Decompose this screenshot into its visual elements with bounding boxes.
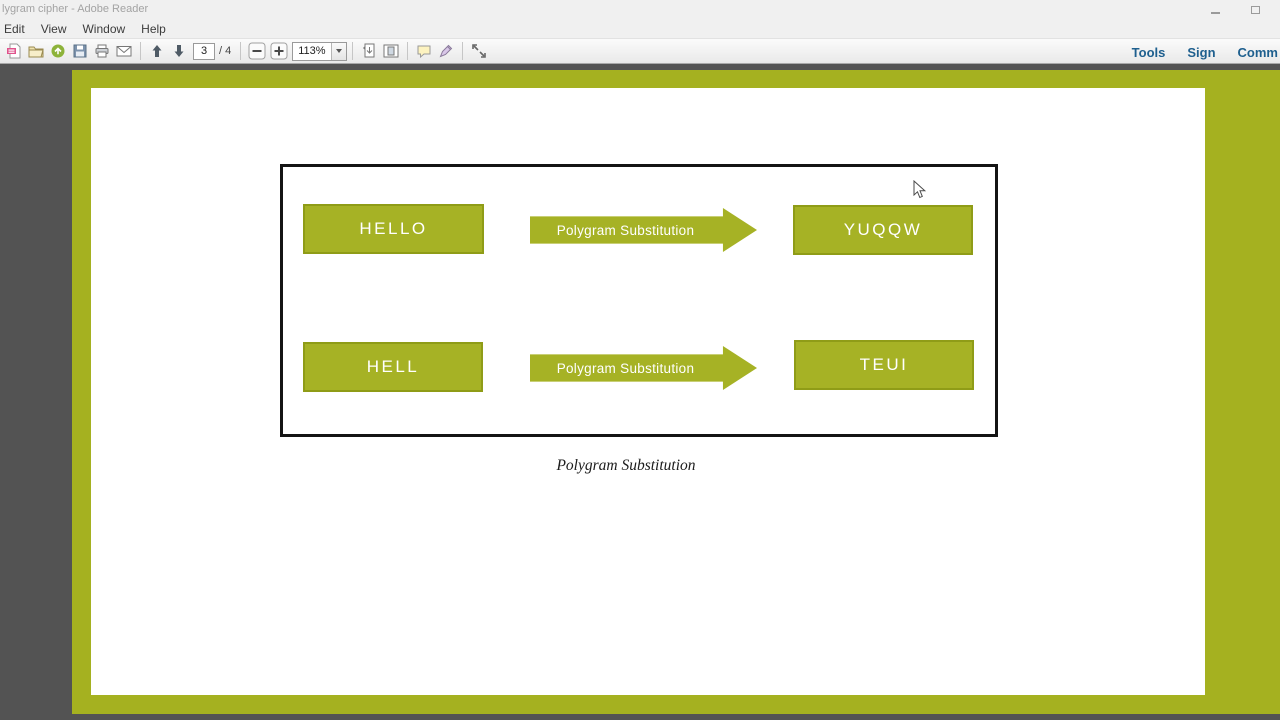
- create-pdf-icon: [7, 43, 21, 59]
- toolbar: / 4 113%: [0, 38, 1280, 64]
- menu-window[interactable]: Window: [82, 21, 126, 36]
- email-button[interactable]: [113, 40, 135, 62]
- maximize-button[interactable]: [1248, 4, 1262, 16]
- fit-page-button[interactable]: [380, 40, 402, 62]
- zoom-dropdown-button[interactable]: [330, 42, 346, 60]
- ciphertext-box-1: YUQQW: [793, 205, 973, 255]
- highlight-button[interactable]: [435, 40, 457, 62]
- toolbar-right-panel: Tools Sign Comm: [1132, 39, 1280, 65]
- comment-button[interactable]: [413, 40, 435, 62]
- toolbar-separator: [461, 42, 463, 60]
- previous-page-icon: [152, 45, 162, 57]
- cloud-upload-button[interactable]: [47, 40, 69, 62]
- next-page-icon: [174, 45, 184, 57]
- titlebar: lygram cipher - Adobe Reader: [0, 0, 1280, 20]
- toolbar-separator: [140, 42, 141, 60]
- plaintext-box-1: HELLO: [303, 204, 484, 254]
- save-button[interactable]: [69, 40, 91, 62]
- zoom-out-icon: [248, 42, 266, 60]
- plaintext-box-2: HELL: [303, 342, 483, 392]
- ciphertext-box-2: TEUI: [794, 340, 974, 390]
- figure-caption: Polygram Substitution: [556, 457, 696, 474]
- cloud-upload-icon: [51, 44, 65, 58]
- document-canvas[interactable]: HELLO Polygram Substitution YUQQW HELL P…: [0, 64, 1280, 720]
- toolbar-separator: [240, 42, 242, 60]
- fullscreen-button[interactable]: [468, 40, 490, 62]
- menu-edit[interactable]: Edit: [4, 21, 25, 36]
- toolbar-separator: [351, 42, 353, 60]
- minimize-button[interactable]: [1208, 4, 1222, 16]
- create-pdf-button[interactable]: [3, 40, 25, 62]
- next-page-button[interactable]: [168, 40, 190, 62]
- diagram-frame: HELLO Polygram Substitution YUQQW HELL P…: [280, 164, 998, 437]
- print-button[interactable]: [91, 40, 113, 62]
- previous-page-button[interactable]: [146, 40, 168, 62]
- email-icon: [116, 46, 132, 57]
- comment-panel-button[interactable]: Comm: [1237, 44, 1278, 60]
- page-total-label: / 4: [219, 45, 232, 57]
- zoom-dropdown-caret-icon: [335, 49, 342, 53]
- highlight-icon: [439, 44, 452, 58]
- cursor-icon: [913, 180, 927, 199]
- page-scroll-button[interactable]: [358, 40, 380, 62]
- sign-button[interactable]: Sign: [1187, 44, 1216, 60]
- substitution-arrow-1: Polygram Substitution: [530, 208, 757, 252]
- minimize-icon: [1210, 12, 1220, 14]
- save-icon: [73, 44, 87, 58]
- fullscreen-icon: [471, 44, 486, 58]
- maximize-icon: [1250, 6, 1260, 14]
- page-scroll-icon: [362, 43, 375, 58]
- comment-bubble-icon: [417, 45, 431, 59]
- zoom-in-icon: [270, 42, 288, 60]
- zoom-in-button[interactable]: [268, 40, 290, 62]
- menu-help[interactable]: Help: [141, 21, 166, 36]
- toolbar-separator: [406, 42, 408, 60]
- window-title: lygram cipher - Adobe Reader: [2, 3, 149, 15]
- zoom-level-dropdown[interactable]: 113%: [292, 41, 347, 61]
- pdf-page: HELLO Polygram Substitution YUQQW HELL P…: [91, 88, 1205, 695]
- page-number-input[interactable]: [193, 42, 215, 60]
- print-icon: [95, 44, 109, 58]
- zoom-out-button[interactable]: [246, 40, 268, 62]
- substitution-arrow-2: Polygram Substitution: [530, 346, 757, 390]
- menu-view[interactable]: View: [40, 21, 67, 36]
- open-button[interactable]: [25, 40, 47, 62]
- zoom-level-value: 113%: [298, 45, 326, 57]
- open-icon: [28, 46, 44, 58]
- window-controls: [1208, 0, 1262, 20]
- menubar: Edit View Window Help: [0, 20, 1280, 38]
- fit-page-icon: [383, 44, 399, 58]
- pdf-slide: HELLO Polygram Substitution YUQQW HELL P…: [72, 70, 1280, 714]
- tools-button[interactable]: Tools: [1131, 44, 1166, 60]
